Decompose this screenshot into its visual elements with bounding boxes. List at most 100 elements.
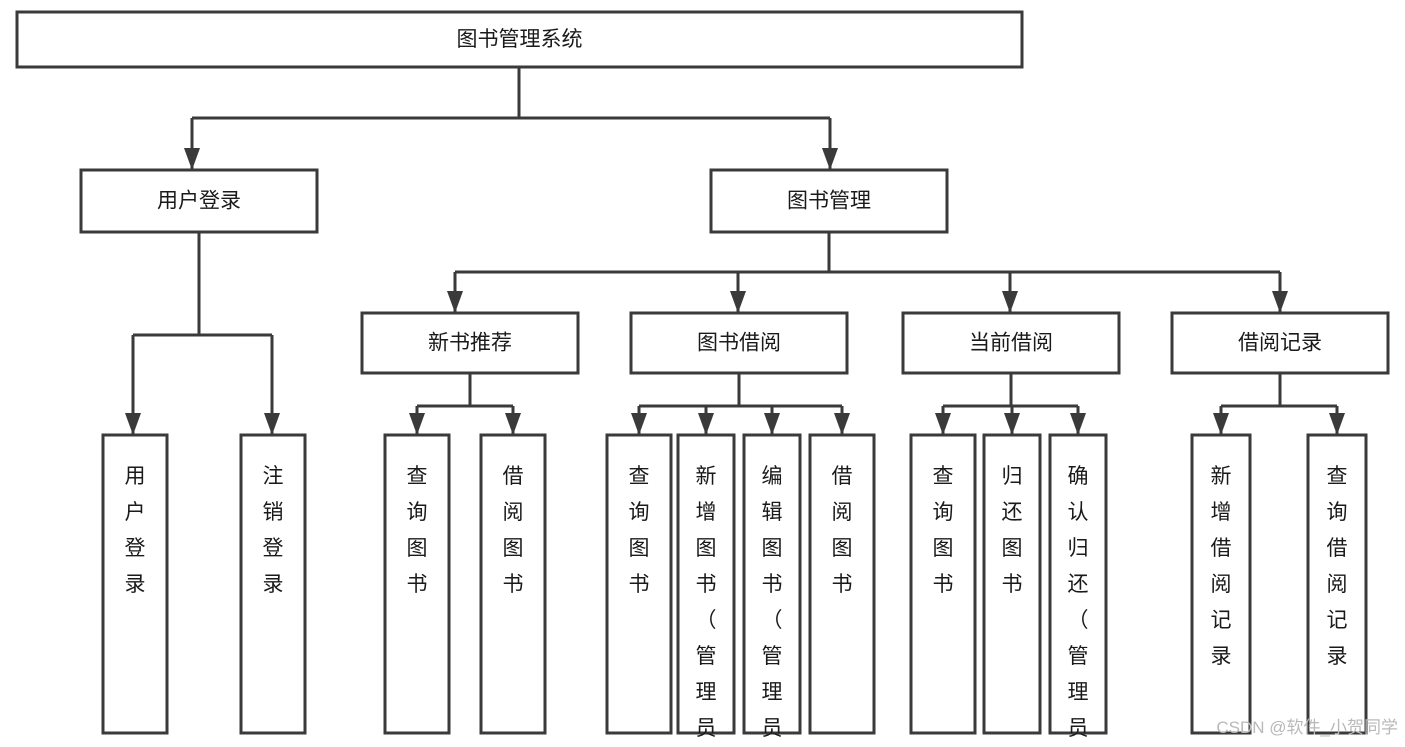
node-label-char: 借	[503, 465, 524, 488]
node-label-char: 管	[762, 645, 783, 668]
node-box	[383, 433, 451, 735]
node-book-borrow[interactable]: 图书借阅	[629, 311, 849, 375]
node-label-char: 图	[762, 537, 783, 560]
arrow-head-icon	[698, 413, 714, 435]
node-label-char: 阅	[1327, 573, 1348, 596]
node-label-char: 阅	[503, 501, 524, 524]
node-label-char: 询	[933, 501, 954, 524]
node-label-char: 查	[1327, 465, 1348, 488]
arrow-head-icon	[409, 413, 425, 435]
node-label-char: 图	[933, 537, 954, 560]
arrow-head-icon	[834, 413, 850, 435]
arrow-head-icon	[1002, 291, 1018, 313]
node-box	[15, 10, 1024, 69]
arrow-head-icon	[184, 148, 200, 170]
node-borrow-record[interactable]: 借阅记录	[1170, 311, 1390, 375]
node-label-char: 还	[1002, 501, 1023, 524]
node-label-char: 员	[762, 717, 783, 740]
node-label-char: 认	[1068, 501, 1089, 524]
node-label: 借阅记录	[1238, 332, 1322, 355]
node-label-char: （	[1068, 609, 1089, 632]
node-label-char: 用	[125, 465, 146, 488]
node-user-login[interactable]: 用户登录	[79, 168, 319, 234]
node-label-char: 理	[696, 681, 717, 704]
arrow-head-icon	[730, 291, 746, 313]
node-box	[1048, 433, 1108, 735]
node-label-char: 借	[1327, 537, 1348, 560]
node-label-char: 理	[762, 681, 783, 704]
node-label-char: 理	[1068, 681, 1089, 704]
node-label: 当前借阅	[969, 332, 1053, 355]
arrow-head-icon	[764, 413, 780, 435]
node-label-char: 借	[832, 465, 853, 488]
node-label: 图书借阅	[697, 332, 781, 355]
node-box	[808, 433, 876, 735]
node-new-book-recommend[interactable]: 新书推荐	[360, 311, 580, 375]
node-label-char: 录	[263, 573, 284, 596]
node-label: 新书推荐	[428, 332, 512, 355]
arrow-head-icon	[822, 148, 838, 170]
node-label-char: 管	[1068, 645, 1089, 668]
node-label-char: 书	[696, 573, 717, 596]
node-box	[360, 311, 580, 375]
node-label-char: 图	[832, 537, 853, 560]
node-box	[79, 168, 319, 234]
node-label-char: 询	[1327, 501, 1348, 524]
node-layer: 图书管理系统用户登录图书管理新书推荐图书借阅当前借阅借阅记录用户登录注销登录查询…	[15, 10, 1390, 747]
node-label-char: 员	[1068, 717, 1089, 740]
node-label-char: 员	[696, 717, 717, 740]
node-book-manage[interactable]: 图书管理	[709, 168, 949, 234]
node-label-char: 询	[407, 501, 428, 524]
arrow-head-icon	[1070, 413, 1086, 435]
node-label-char: 录	[125, 573, 146, 596]
node-label-char: 书	[1002, 573, 1023, 596]
node-label-char: 书	[407, 573, 428, 596]
node-box	[629, 311, 849, 375]
arrow-head-icon	[1272, 291, 1288, 313]
node-label-char: 询	[629, 501, 650, 524]
node-current-borrow[interactable]: 当前借阅	[901, 311, 1121, 375]
node-label-char: 编	[762, 465, 783, 488]
node-box	[909, 433, 977, 735]
node-label-char: 管	[696, 645, 717, 668]
node-label-char: 归	[1068, 537, 1089, 560]
node-label-char: 记	[1327, 609, 1348, 632]
node-label-char: 书	[832, 573, 853, 596]
arrow-head-icon	[505, 413, 521, 435]
node-label-char: 确	[1068, 465, 1089, 488]
node-label-char: 阅	[1211, 573, 1232, 596]
node-label: 图书管理	[787, 190, 871, 213]
node-label-char: 登	[263, 537, 284, 560]
node-label-char: 增	[1211, 501, 1232, 524]
node-label-char: 图	[407, 537, 428, 560]
node-root[interactable]: 图书管理系统	[15, 10, 1024, 69]
node-leaf-user-login[interactable]: 用户登录	[101, 433, 169, 735]
node-box	[605, 433, 673, 735]
node-label-char: 销	[263, 501, 284, 524]
csdn-watermark: CSDN @软件_小贺同学	[1216, 718, 1398, 737]
node-label-char: 户	[125, 501, 146, 524]
node-label-char: 借	[1211, 537, 1232, 560]
node-box	[1170, 311, 1390, 375]
node-label-char: （	[696, 609, 717, 632]
arrow-head-icon	[125, 413, 141, 435]
node-label-char: 还	[1068, 573, 1089, 596]
node-label-char: 新	[696, 465, 717, 488]
arrow-head-icon	[447, 291, 463, 313]
node-label-char: 查	[629, 465, 650, 488]
node-box	[101, 433, 169, 735]
